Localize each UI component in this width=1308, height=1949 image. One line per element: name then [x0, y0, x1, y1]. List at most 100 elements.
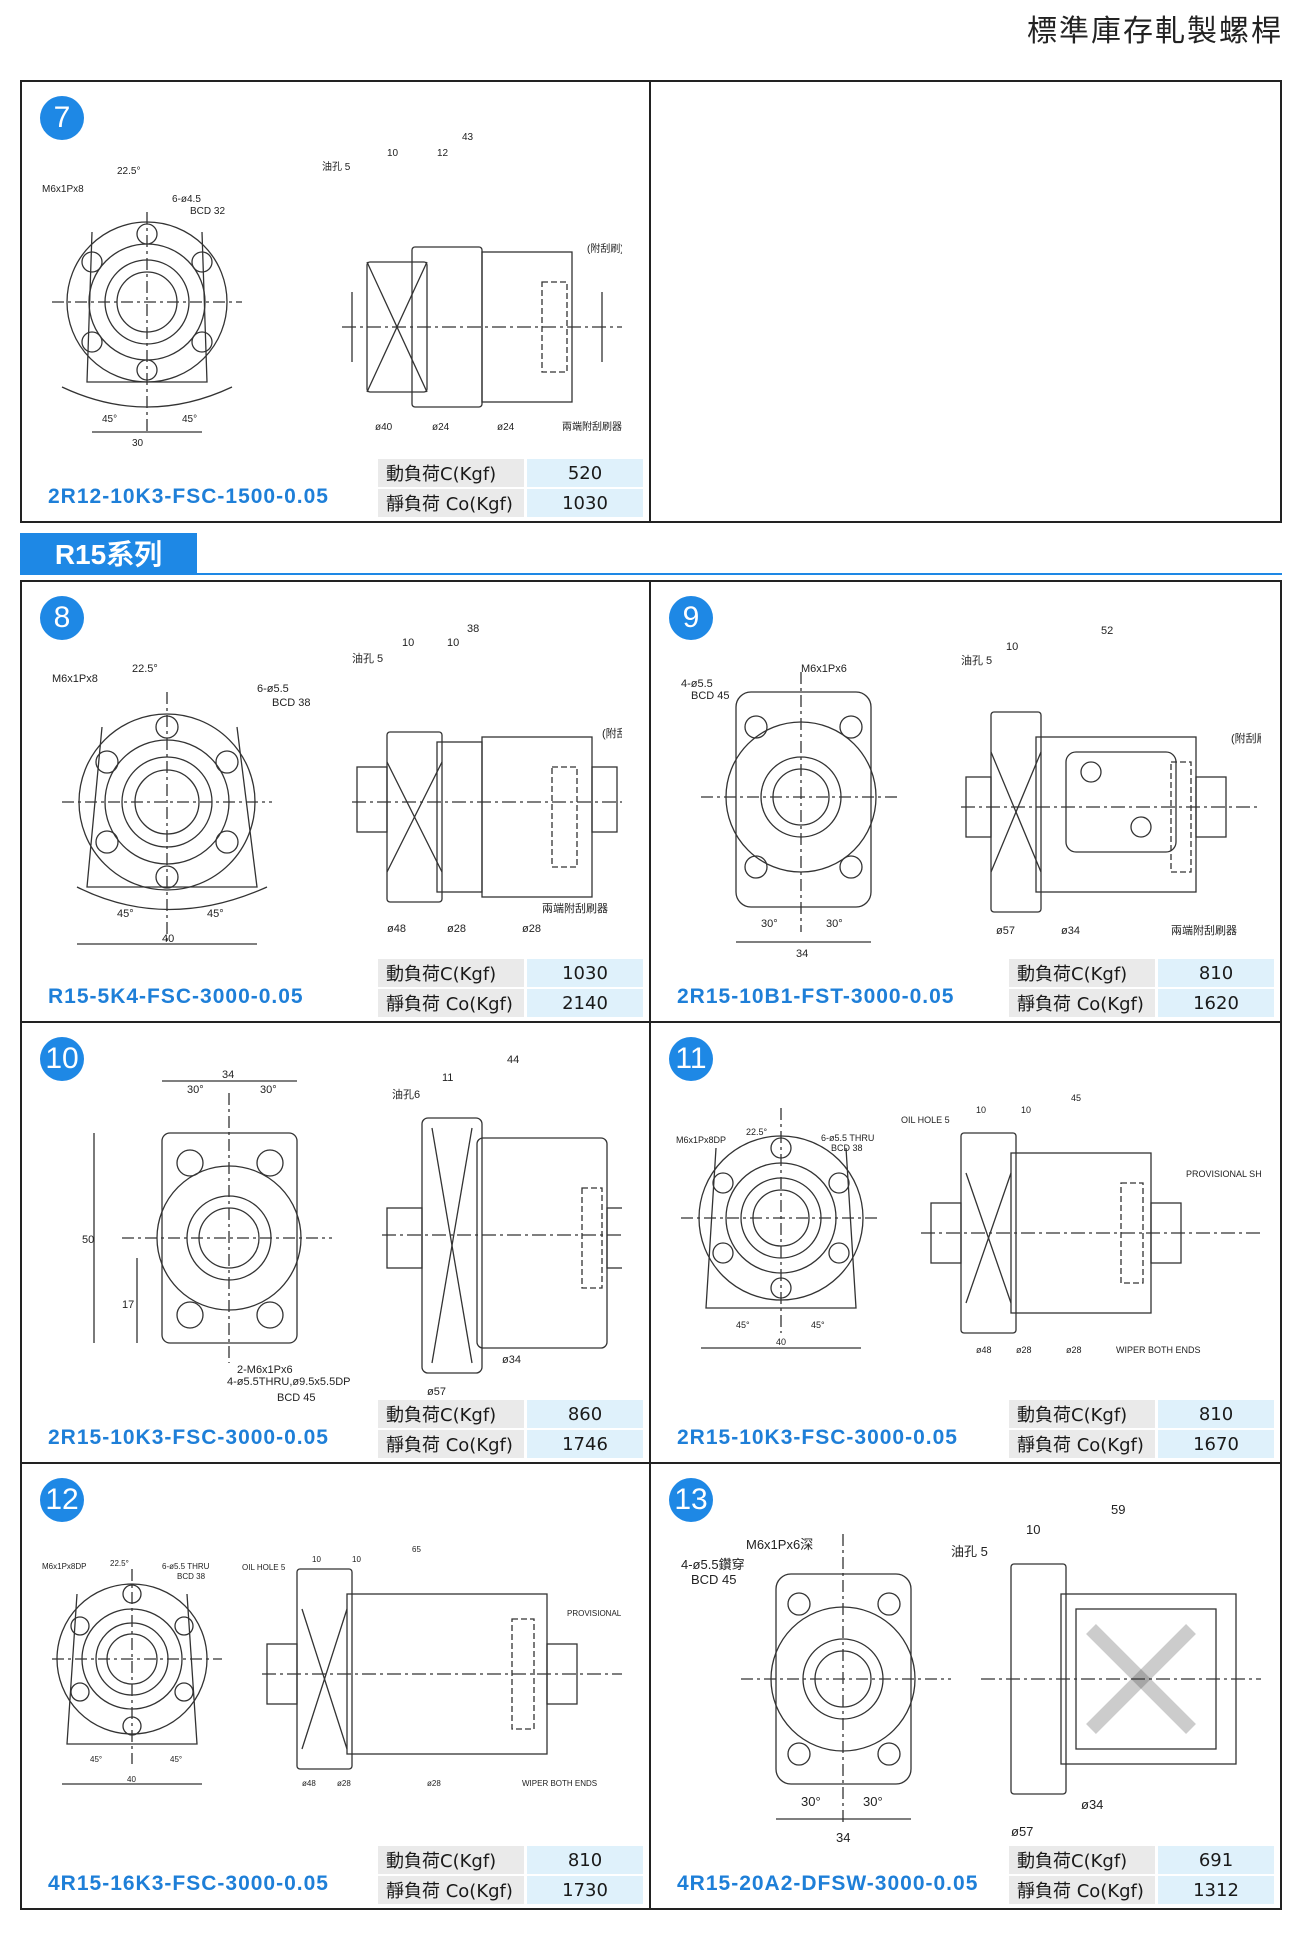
angle-left: 30° — [801, 1794, 821, 1809]
item-number-badge: 11 — [669, 1037, 713, 1081]
oil-hole-label: 油孔6 — [392, 1087, 420, 1101]
total-length-dim: 65 — [412, 1545, 421, 1554]
oil-hole-label: 油孔 5 — [951, 1544, 988, 1559]
bore-dia-2: ø28 — [427, 1779, 441, 1788]
dim-1: 10 — [976, 1105, 986, 1115]
shaft-note: (附刮刷) — [602, 726, 622, 740]
model-number: 2R12-10K3-FSC-1500-0.05 — [48, 485, 329, 508]
model-number: 2R15-10B1-FST-3000-0.05 — [677, 985, 955, 1008]
width-dim: 34 — [796, 948, 808, 960]
static-load-value: 1746 — [525, 1428, 643, 1458]
bcd-spec: BCD 32 — [190, 206, 225, 217]
static-load-value: 1620 — [1156, 987, 1274, 1017]
angle-right: 45° — [811, 1320, 825, 1330]
total-length-dim: 45 — [1071, 1093, 1081, 1103]
dim-2: 10 — [352, 1555, 361, 1564]
thread-spec: M6x1Px6 — [801, 663, 847, 675]
dynamic-load-value: 691 — [1156, 1846, 1274, 1875]
load-table: 動負荷C(Kgf)810 靜負荷 Co(Kgf)1730 — [378, 1846, 643, 1904]
width-dim: 34 — [836, 1830, 850, 1844]
dim-1: 10 — [387, 148, 399, 159]
front-view-drawing: M6x1Px6 4-ø5.5 BCD 45 34 30° 30° 52 10 油… — [681, 625, 1261, 960]
static-load-value: 2140 — [525, 987, 643, 1017]
flange-dia: ø57 — [996, 925, 1015, 937]
width-dim: 40 — [776, 1337, 786, 1347]
product-card-11: 11 M6x1Px8DP 6-ø5.5 THRU BCD 38 22.5° 40 — [649, 1021, 1282, 1464]
wiper-note: 兩端附刮刷器 — [562, 420, 622, 433]
flange-dia: ø57 — [1011, 1824, 1033, 1839]
shaft-note: PROVISIONAL SHAFT — [1186, 1169, 1261, 1179]
item-number-badge: 13 — [669, 1478, 713, 1522]
bcd-spec: BCD 38 — [177, 1572, 206, 1581]
front-view-drawing: M6x1Px8DP 6-ø5.5 THRU BCD 38 22.5° 40 45… — [676, 1093, 1261, 1355]
dynamic-load-label: 動負荷C(Kgf) — [1009, 959, 1158, 988]
static-load-label: 靜負荷 Co(Kgf) — [378, 1874, 527, 1904]
bore-dia-1: ø34 — [1061, 925, 1080, 937]
empty-cell — [649, 80, 1282, 523]
static-load-label: 靜負荷 Co(Kgf) — [1009, 987, 1158, 1017]
total-length-dim: 44 — [507, 1054, 519, 1066]
width-dim: 34 — [222, 1069, 234, 1081]
bcd-spec: BCD 38 — [831, 1143, 863, 1153]
dynamic-load-label: 動負荷C(Kgf) — [1009, 1400, 1158, 1429]
dynamic-load-value: 810 — [525, 1846, 643, 1875]
total-length-dim: 43 — [462, 132, 474, 143]
total-length-dim: 38 — [467, 623, 479, 635]
product-card-9: 9 M6x1Px6 4-ø5.5 BCD 45 34 30° — [649, 580, 1282, 1023]
width-dim: 40 — [162, 933, 174, 945]
oil-hole-label: 油孔 5 — [961, 653, 992, 667]
angle-right: 45° — [182, 414, 197, 425]
width-dim: 30 — [132, 438, 144, 449]
angle-right: 30° — [863, 1794, 883, 1809]
bore-dia-2: ø28 — [1066, 1345, 1082, 1355]
front-view-drawing: M6x1Px6深 4-ø5.5鑽穿 BCD 45 34 30° 30° 59 1… — [681, 1502, 1261, 1844]
dynamic-load-label: 動負荷C(Kgf) — [378, 1846, 527, 1875]
bcd-spec: BCD 45 — [691, 1572, 737, 1587]
static-load-value: 1030 — [525, 487, 643, 517]
dim-1: 10 — [1006, 641, 1018, 653]
angle-left: 45° — [736, 1320, 750, 1330]
load-table: 動負荷C(Kgf)691 靜負荷 Co(Kgf)1312 — [1009, 1846, 1274, 1904]
series-heading: R15系列 — [20, 533, 197, 573]
item-number-badge: 12 — [40, 1478, 84, 1522]
angle-right: 30° — [826, 918, 843, 930]
holes-spec: 4-ø5.5THRU,ø9.5x5.5DP — [227, 1376, 350, 1388]
model-number: R15-5K4-FSC-3000-0.05 — [48, 985, 304, 1008]
load-table: 動負荷C(Kgf)810 靜負荷 Co(Kgf)1670 — [1009, 1400, 1274, 1458]
angle-label: 22.5° — [132, 663, 158, 675]
static-load-value: 1730 — [525, 1874, 643, 1904]
model-number: 2R15-10K3-FSC-3000-0.05 — [48, 1426, 329, 1449]
thread-spec: M6x1Px8DP — [42, 1562, 86, 1571]
wiper-note: WIPER BOTH ENDS — [1116, 1345, 1201, 1355]
total-length-dim: 52 — [1101, 625, 1113, 637]
load-table: 動負荷C(Kgf)520 靜負荷 Co(Kgf)1030 — [378, 459, 643, 517]
dim-1: 11 — [442, 1072, 453, 1084]
load-table: 動負荷C(Kgf)860 靜負荷 Co(Kgf)1746 — [378, 1400, 643, 1458]
static-load-value: 1670 — [1156, 1428, 1274, 1458]
shaft-note: (附刮刷) — [1231, 731, 1261, 745]
angle-label: 22.5° — [117, 166, 140, 177]
bore-dia-1: ø28 — [1016, 1345, 1032, 1355]
product-card-7: 7 M6x1Px8 6-ø4.5 BCD 32 22.5° — [20, 80, 651, 523]
dynamic-load-value: 810 — [1156, 1400, 1274, 1429]
holes-spec: 6-ø4.5 — [172, 194, 201, 205]
oil-hole-label: 油孔 5 — [322, 160, 351, 173]
height-dim-2: 17 — [122, 1299, 134, 1311]
dim-2: 10 — [447, 637, 459, 649]
angle-left: 30° — [187, 1084, 204, 1096]
holes-spec: 6-ø5.5 THRU — [162, 1562, 210, 1571]
thread-spec: M6x1Px6深 — [746, 1537, 813, 1552]
shaft-note: (附刮刷) — [587, 242, 622, 255]
flange-dia: ø40 — [375, 422, 393, 433]
static-load-label: 靜負荷 Co(Kgf) — [1009, 1874, 1158, 1904]
holes-spec: 4-ø5.5 — [681, 678, 713, 690]
thread-spec: M6x1Px8DP — [676, 1135, 726, 1145]
thread-spec: 2-M6x1Px6 — [237, 1364, 293, 1376]
bore-dia-2: ø24 — [497, 422, 515, 433]
item-number-badge: 8 — [40, 596, 84, 640]
product-card-10: 10 2-M6x1Px6 4-ø5.5THRU,ø9.5x5.5DP BCD 4… — [20, 1021, 651, 1464]
model-number: 2R15-10K3-FSC-3000-0.05 — [677, 1426, 958, 1449]
dynamic-load-value: 860 — [525, 1400, 643, 1429]
thread-spec: M6x1Px8 — [42, 184, 84, 195]
total-length-dim: 59 — [1111, 1502, 1125, 1517]
